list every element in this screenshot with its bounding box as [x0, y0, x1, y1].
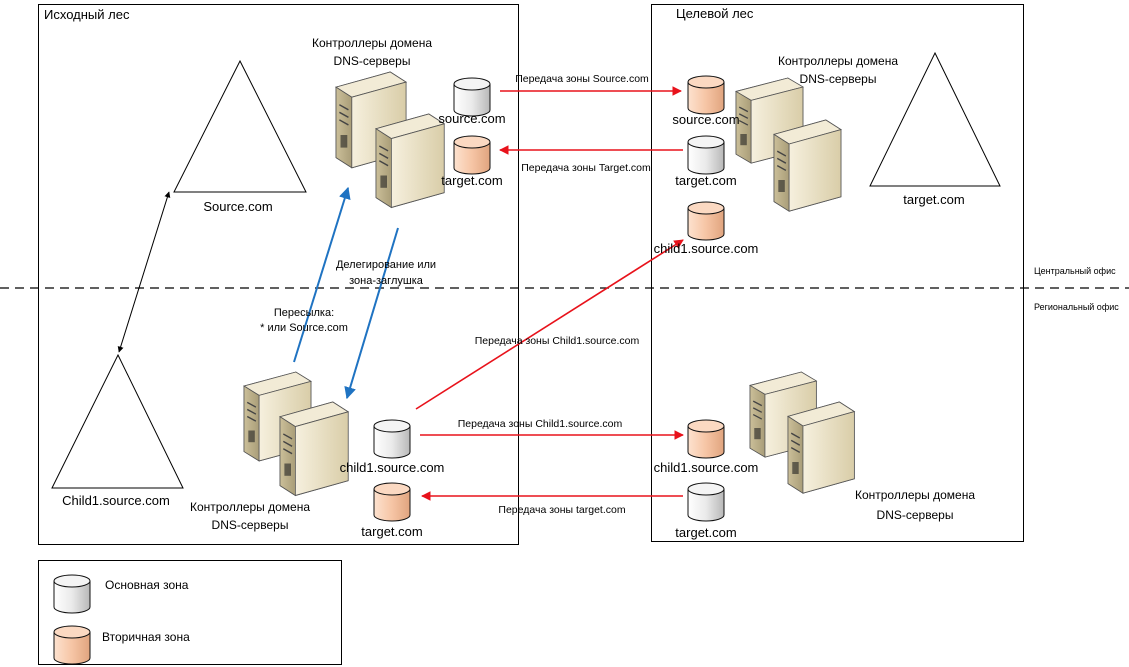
transfer-label-child1-zone-upper: Передача зоны Child1.source.com	[474, 335, 640, 347]
target-forest-title: Целевой лес	[676, 6, 754, 21]
dc-label-target-regional-line1: Контроллеры домена	[854, 488, 976, 502]
zone-label-target-com-secondary-regional: target.com	[361, 524, 423, 539]
source-root-domain-label: Source.com	[203, 199, 273, 214]
site-label-central: Центральный офис	[1034, 266, 1116, 276]
zone-label-target-com-primary: target.com	[675, 173, 737, 188]
dc-label-source-root-line2: DNS-серверы	[333, 54, 411, 68]
legend-primary-zone-icon	[53, 574, 91, 614]
zone-cylinder-target-com-primary-regional	[687, 482, 725, 522]
delegation-label-line1: Делегирование или	[335, 259, 437, 271]
zone-label-child1-secondary-regional: child1.source.com	[653, 460, 759, 475]
source-child-domain-label: Child1.source.com	[62, 493, 170, 508]
source-child-triangle	[51, 353, 184, 489]
zone-cylinder-target-com-secondary	[453, 135, 491, 175]
forwarding-arrow	[293, 186, 351, 363]
legend-box	[38, 560, 342, 665]
transfer-label-child1-zone-lower: Передача зоны Child1.source.com	[457, 418, 623, 430]
dc-label-source-root-line1: Контроллеры домена	[311, 36, 433, 50]
parent-child-link	[117, 191, 171, 353]
zone-cylinder-child1-secondary-central	[687, 201, 725, 241]
target-root-triangle	[869, 51, 1001, 187]
delegation-label-line2: зона-заглушка	[349, 275, 423, 287]
target-root-domain-label: target.com	[903, 192, 965, 207]
zone-label-source-com-secondary: source.com	[672, 112, 740, 127]
legend-secondary-zone-icon	[53, 625, 91, 665]
transfer-label-target-zone-top: Передача зоны Target.com	[521, 162, 651, 174]
source-forest-title: Исходный лес	[44, 7, 130, 22]
zone-cylinder-child1-secondary-regional	[687, 419, 725, 459]
source-root-dc-servers	[335, 71, 445, 209]
dc-label-target-root-line2: DNS-серверы	[799, 72, 877, 86]
dc-label-source-child-line1: Контроллеры домена	[189, 500, 311, 514]
zone-label-target-com-secondary: target.com	[441, 173, 503, 188]
legend-label-secondary: Вторичная зона	[102, 630, 190, 644]
dc-label-source-child-line2: DNS-серверы	[211, 518, 289, 532]
source-forest-box	[38, 4, 519, 545]
transfer-arrow-child1-zone-upper	[415, 239, 684, 410]
transfer-label-target-zone-bottom: Передача зоны target.com	[498, 504, 626, 516]
dc-label-target-regional-line2: DNS-серверы	[876, 508, 954, 522]
zone-cylinder-source-com-primary	[453, 77, 491, 117]
zone-label-child1-primary: child1.source.com	[339, 460, 445, 475]
zone-cylinder-child1-primary	[373, 419, 411, 459]
target-regional-dc-servers	[749, 371, 856, 494]
zone-label-target-com-primary-regional: target.com	[675, 525, 737, 540]
source-root-triangle	[173, 59, 307, 193]
zone-cylinder-target-com-primary	[687, 135, 725, 175]
dc-label-target-root-line1: Контроллеры домена	[777, 54, 899, 68]
legend-label-primary: Основная зона	[105, 578, 189, 592]
zone-label-source-com-primary: source.com	[438, 111, 506, 126]
transfer-label-source-zone: Передача зоны Source.com	[515, 73, 649, 85]
target-root-dc-servers	[735, 77, 842, 212]
delegation-arrow	[344, 227, 399, 400]
source-child-dc-servers	[243, 371, 349, 497]
zone-cylinder-target-com-secondary-regional	[373, 482, 411, 522]
zone-label-child1-secondary-central: child1.source.com	[653, 241, 759, 256]
target-forest-box	[651, 4, 1024, 542]
forwarding-label-line2: * или Source.com	[260, 322, 348, 334]
zone-cylinder-source-com-secondary	[687, 75, 725, 115]
site-label-regional: Региональный офис	[1034, 302, 1119, 312]
forwarding-label-line1: Пересылка:	[273, 307, 335, 319]
